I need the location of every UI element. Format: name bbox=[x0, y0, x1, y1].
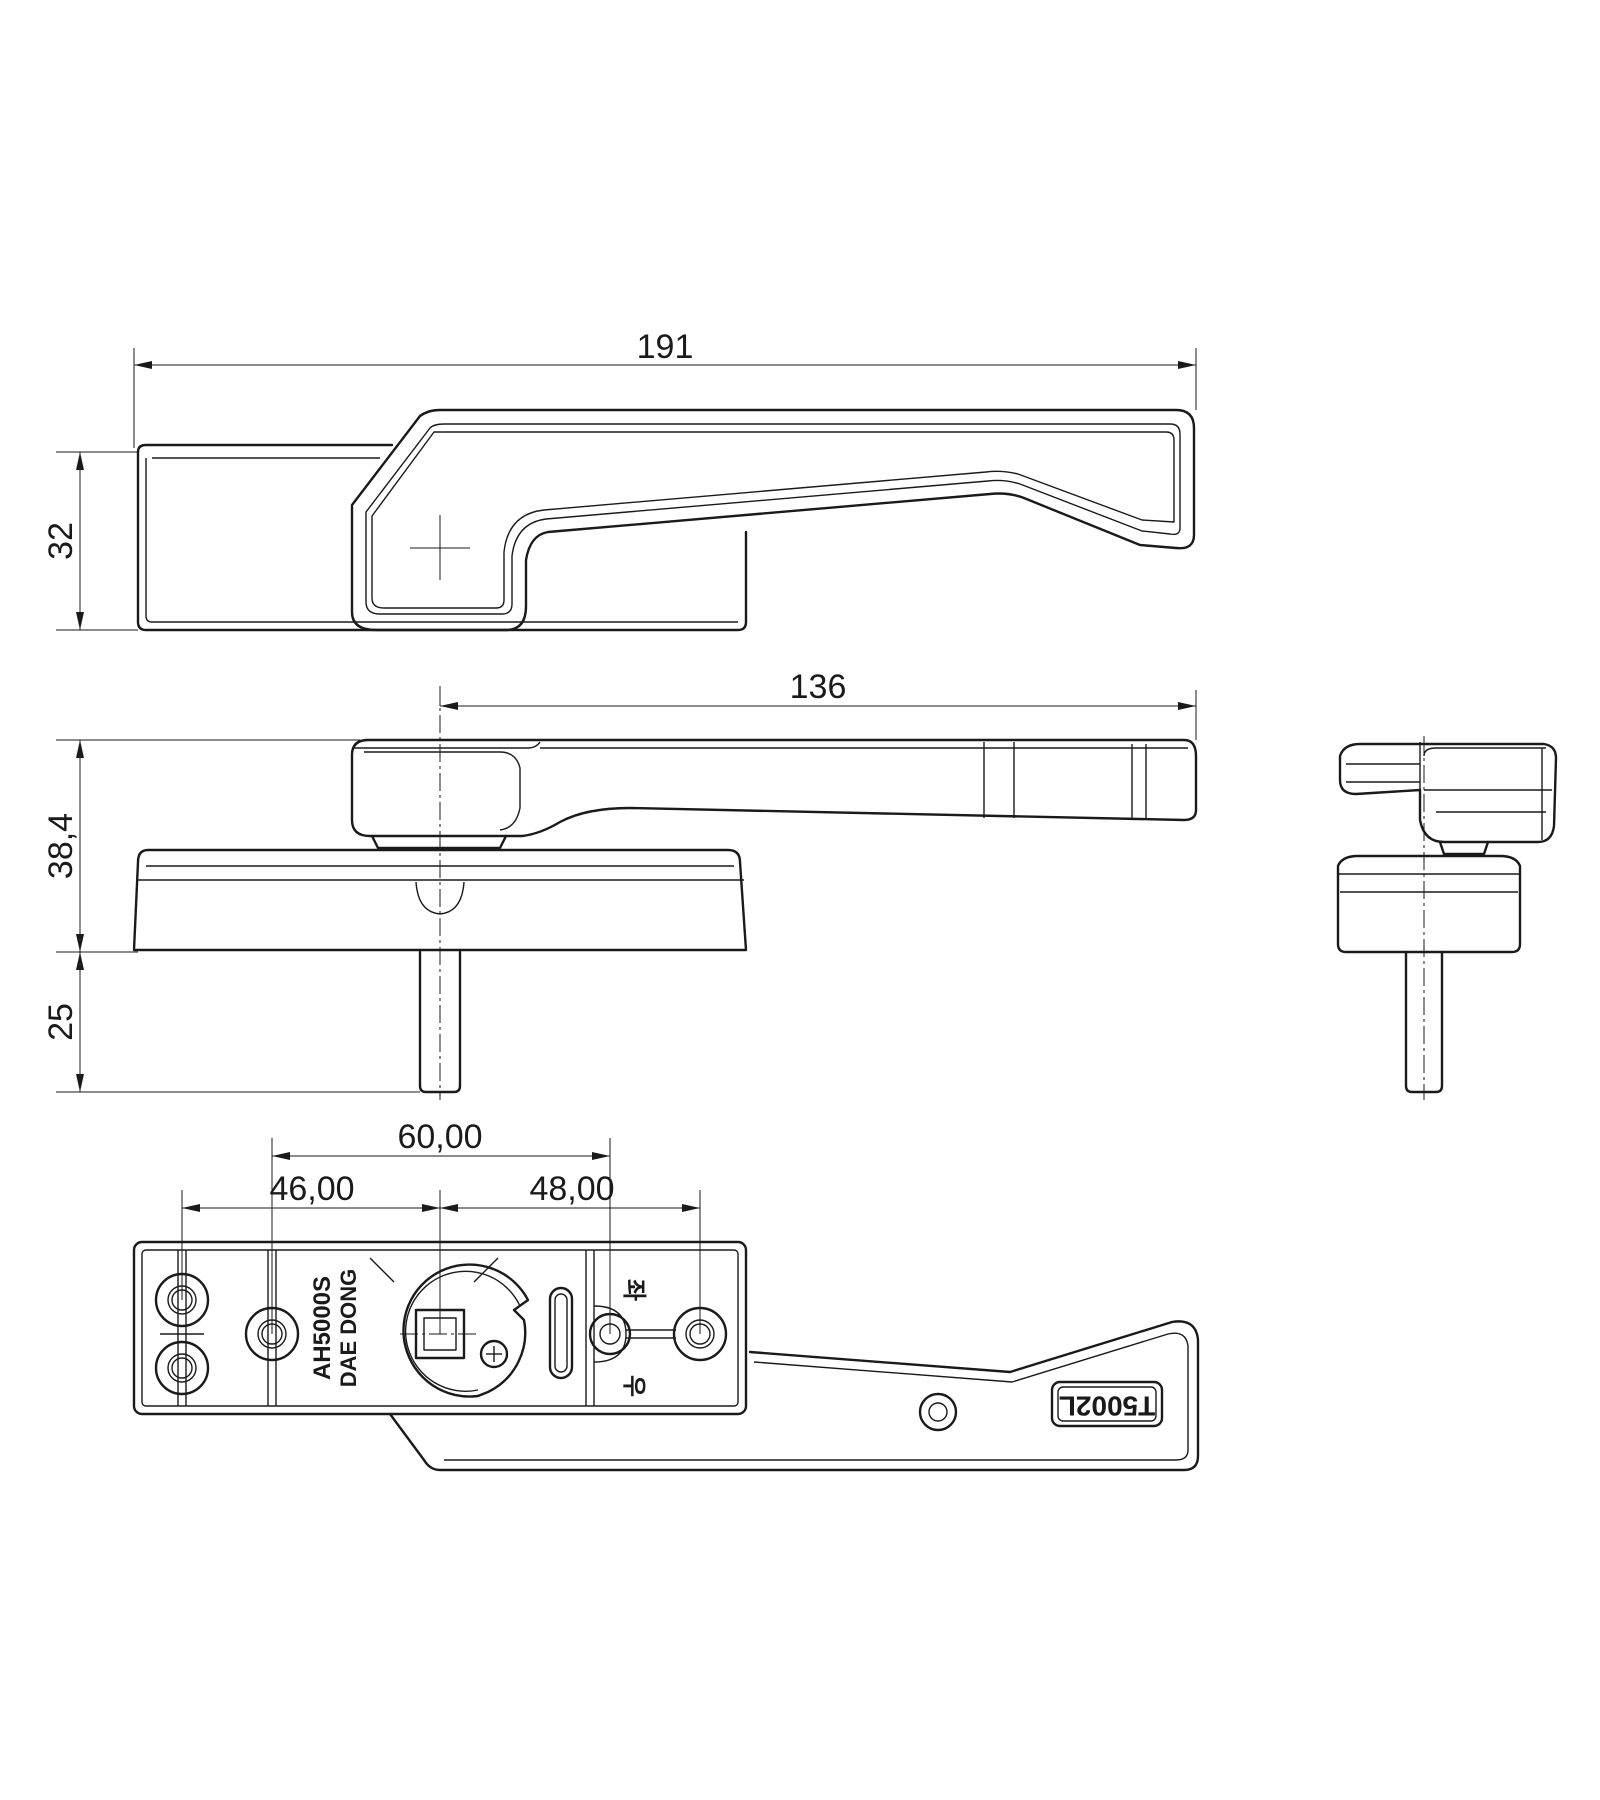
dim-hole-spacing-48: 48,00 bbox=[529, 1170, 614, 1208]
right-marking: 우 bbox=[620, 1375, 647, 1397]
front-view: 136 38,4 25 bbox=[42, 668, 1198, 1100]
dim-hole-spacing-60: 60,00 bbox=[397, 1118, 482, 1156]
dim-handle-length: 136 bbox=[790, 668, 847, 706]
side-view bbox=[1336, 736, 1558, 1100]
dim-overall-length: 191 bbox=[637, 328, 694, 366]
dim-hole-spacing-46: 46,00 bbox=[269, 1170, 354, 1208]
dim-body-height: 38,4 bbox=[42, 813, 80, 879]
model-code-text: AH5000S bbox=[309, 1276, 336, 1380]
plan-view: AH5000S DAE DONG T5002L 좌 우 60,00 46,00 … bbox=[132, 1118, 1200, 1472]
dim-spindle-length: 25 bbox=[42, 1003, 80, 1041]
dim-side-height: 32 bbox=[42, 522, 80, 560]
profile-view: 191 32 bbox=[42, 328, 1197, 632]
brand-text: DAE DONG bbox=[336, 1269, 361, 1388]
left-marking: 좌 bbox=[620, 1279, 647, 1301]
part-number-text: T5002L bbox=[1059, 1391, 1156, 1422]
